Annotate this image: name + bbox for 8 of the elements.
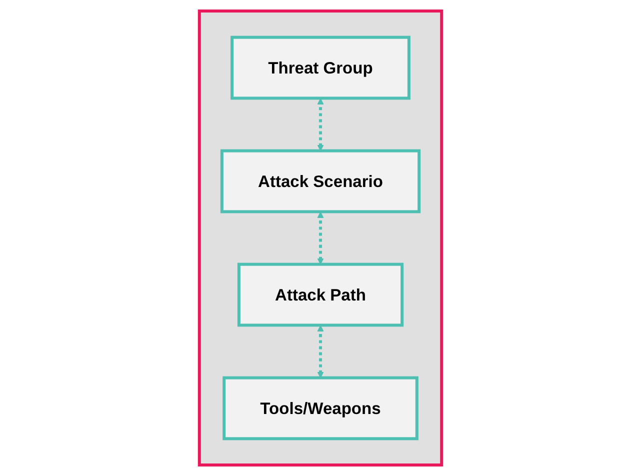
arrow: [317, 212, 324, 265]
arrow: [317, 98, 324, 152]
node-box: Threat Group: [230, 36, 410, 100]
node-box: Attack Path: [237, 262, 404, 327]
cluster: [198, 10, 444, 466]
node-box: Tools/Weapons: [222, 376, 418, 440]
node-box: Attack Scenario: [220, 149, 421, 214]
arrow: [317, 325, 324, 378]
